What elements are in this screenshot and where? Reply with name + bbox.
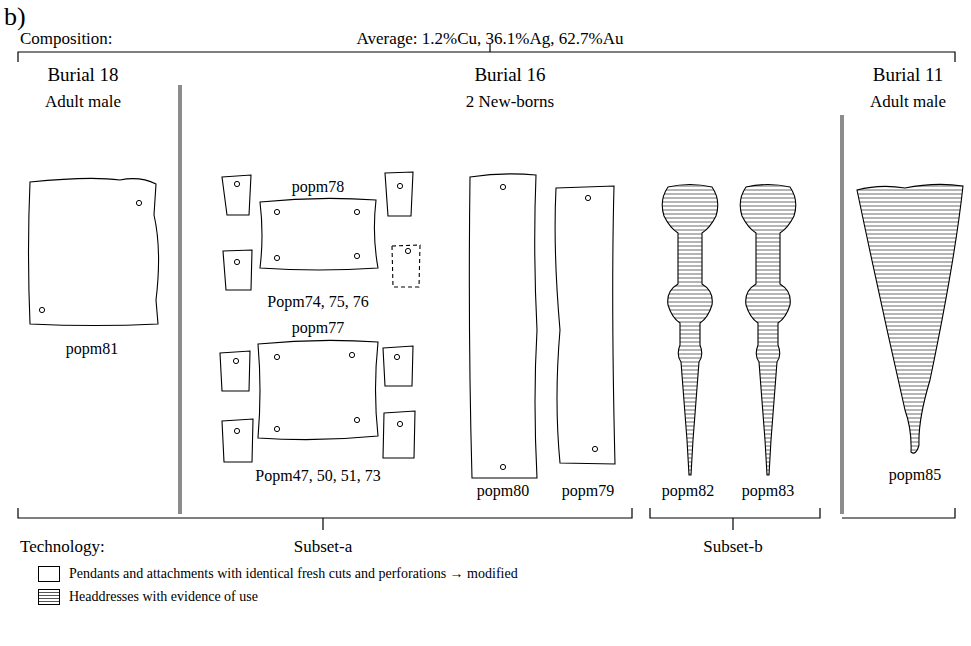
small-attachment <box>222 175 251 215</box>
perforation <box>349 352 354 357</box>
missing-attachment <box>392 245 420 287</box>
bracket <box>322 518 323 530</box>
small-attachment <box>383 346 413 386</box>
perforation <box>136 200 141 205</box>
panel-letter: b) <box>4 2 26 32</box>
bracket <box>650 508 820 518</box>
strip-pendant <box>469 174 537 478</box>
perforation <box>274 426 279 431</box>
perforation <box>354 209 359 214</box>
item-label: popm79 <box>562 482 614 500</box>
small-attachment <box>222 419 253 462</box>
item-label: Popm74, 75, 76 <box>267 293 368 311</box>
item-label: popm85 <box>889 466 941 484</box>
headdress <box>662 185 718 476</box>
headdress <box>857 184 963 453</box>
perforation <box>585 195 590 200</box>
perforation <box>500 464 505 469</box>
group-heading: Burial 11 <box>873 64 944 86</box>
legend-entry: Pendants and attachments with identical … <box>38 566 518 582</box>
item-label: popm77 <box>292 319 344 337</box>
small-attachment <box>383 411 415 458</box>
sheet-pendant <box>29 178 159 325</box>
item-label: popm83 <box>742 482 794 500</box>
group-subheading: 2 New-borns <box>466 92 554 112</box>
perforation <box>39 307 44 312</box>
small-attachment <box>220 351 250 391</box>
perforation <box>234 259 239 264</box>
bracket <box>18 508 632 518</box>
group-heading: Burial 18 <box>47 64 118 86</box>
perforation <box>234 428 239 433</box>
row-heading: Composition: <box>20 29 113 49</box>
perforation <box>397 421 402 426</box>
bracket <box>842 508 955 518</box>
bracket <box>732 518 733 530</box>
perforation <box>592 446 597 451</box>
perforation <box>233 358 238 363</box>
headdress <box>740 185 796 476</box>
small-attachment <box>223 250 252 290</box>
item-label: popm80 <box>477 482 529 500</box>
legend-swatch <box>38 566 60 582</box>
item-label: popm81 <box>66 340 118 358</box>
group-subheading: Adult male <box>870 92 946 112</box>
sheet-attachment <box>258 340 378 439</box>
group-subheading: Adult male <box>45 92 121 112</box>
legend-text: Pendants and attachments with identical … <box>69 566 518 582</box>
perforation <box>354 417 359 422</box>
perforation <box>274 209 279 214</box>
divider <box>178 85 182 514</box>
group-heading: Burial 16 <box>474 64 545 86</box>
legend-swatch <box>38 589 60 605</box>
strip-pendant <box>555 186 615 464</box>
subset-label: Subset-a <box>294 537 353 557</box>
perforation <box>397 183 402 188</box>
item-label: popm82 <box>662 482 714 500</box>
divider <box>840 115 844 514</box>
subset-label: Subset-b <box>703 537 763 557</box>
legend-text: Headdresses with evidence of use <box>69 589 258 605</box>
perforation <box>500 184 505 189</box>
legend-entry: Headdresses with evidence of use <box>38 589 258 605</box>
perforation <box>405 248 410 253</box>
perforation <box>234 181 239 186</box>
row-heading: Technology: <box>20 537 105 557</box>
sheet-attachment <box>260 198 378 270</box>
perforation <box>394 354 399 359</box>
bracket <box>18 52 955 62</box>
perforation <box>274 354 279 359</box>
item-label: popm78 <box>292 178 344 196</box>
composition-value: Average: 1.2%Cu, 36.1%Ag, 62.7%Au <box>357 29 624 49</box>
small-attachment <box>385 172 413 216</box>
item-label: Popm47, 50, 51, 73 <box>255 467 380 485</box>
perforation <box>274 255 279 260</box>
perforation <box>354 253 359 258</box>
